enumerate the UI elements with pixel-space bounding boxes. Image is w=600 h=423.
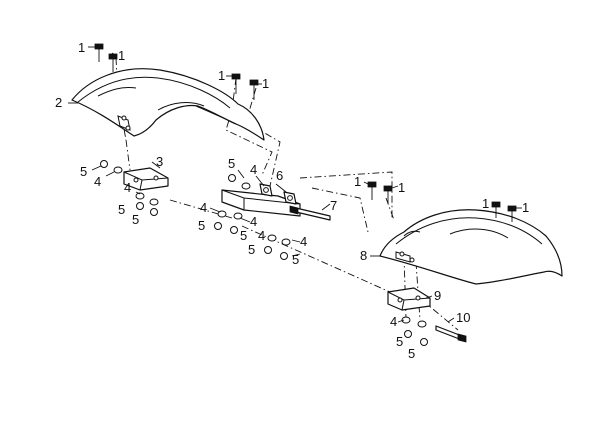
callout-4: 4: [258, 228, 265, 243]
screw: [249, 79, 259, 100]
callout-5: 5: [118, 202, 125, 217]
nut: [100, 160, 108, 168]
screw: [108, 53, 118, 72]
nut: [136, 202, 144, 210]
washers-and-nuts: [100, 160, 428, 346]
callout-4: 4: [94, 174, 101, 189]
callout-1: 1: [218, 68, 225, 83]
callout-1: 1: [262, 76, 269, 91]
callout-5: 5: [132, 212, 139, 227]
callout-1: 1: [398, 180, 405, 195]
washer: [149, 198, 159, 206]
screw: [231, 73, 241, 94]
callout-10: 10: [456, 310, 470, 325]
nut: [420, 338, 428, 346]
callout-5: 5: [248, 242, 255, 257]
callout-3: 3: [156, 154, 163, 169]
callout-1: 1: [482, 196, 489, 211]
callout-5: 5: [240, 228, 247, 243]
callout-9: 9: [434, 288, 441, 303]
washer: [217, 210, 227, 218]
washer: [417, 320, 427, 328]
callout-1: 1: [522, 200, 529, 215]
washer: [267, 234, 277, 242]
washer: [135, 192, 145, 200]
nut: [230, 226, 238, 234]
callout-4: 4: [250, 214, 257, 229]
callout-1: 1: [78, 40, 85, 55]
nut: [228, 174, 236, 182]
washer: [281, 238, 291, 246]
callout-6: 6: [276, 168, 283, 183]
nut: [404, 330, 412, 338]
callout-1: 1: [118, 48, 125, 63]
screw: [383, 185, 393, 204]
washer: [401, 316, 411, 324]
callout-5: 5: [292, 252, 299, 267]
nut: [280, 252, 288, 260]
callout-5: 5: [228, 156, 235, 171]
callout-5: 5: [396, 334, 403, 349]
assembly-centerlines: [115, 57, 459, 331]
callout-4: 4: [250, 162, 257, 177]
callout-7: 7: [330, 198, 337, 213]
callout-4: 4: [124, 180, 131, 195]
long-bolt: [289, 205, 331, 221]
screw: [507, 205, 517, 222]
screw: [94, 43, 104, 62]
left-fender: [71, 68, 265, 141]
bolt-10: [435, 325, 467, 343]
callout-5: 5: [198, 218, 205, 233]
nut: [214, 222, 222, 230]
left-bracket: [123, 167, 169, 191]
right-bracket: [387, 287, 431, 311]
washer: [241, 182, 251, 190]
callout-4: 4: [200, 200, 207, 215]
callout-labels: 1 1 2 1 1 3 4 5 4 5 5 5 4 6 4 4 5 5 4 5 …: [55, 40, 529, 361]
callout-2: 2: [55, 95, 62, 110]
screws: [94, 43, 517, 222]
leader-lines: [68, 46, 522, 323]
right-fender: [379, 209, 563, 285]
callout-8: 8: [360, 248, 367, 263]
washer: [233, 212, 243, 220]
screw: [491, 201, 501, 218]
nut: [150, 208, 158, 216]
callout-4: 4: [300, 234, 307, 249]
callout-1: 1: [354, 174, 361, 189]
callout-5: 5: [408, 346, 415, 361]
center-mount-bar: [221, 183, 301, 217]
washer: [113, 166, 123, 174]
callout-5: 5: [80, 164, 87, 179]
callout-4: 4: [390, 314, 397, 329]
nut: [264, 246, 272, 254]
screw: [367, 181, 377, 200]
